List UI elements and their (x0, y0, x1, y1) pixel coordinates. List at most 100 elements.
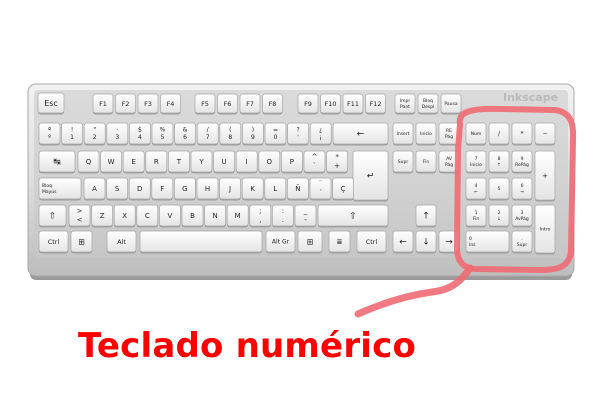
key-label: 4 (138, 134, 142, 141)
key-l: L (264, 177, 287, 201)
key-w: W (100, 150, 122, 174)
key-d: D (128, 177, 151, 201)
key-label: F8 (269, 100, 277, 108)
key-num-4: 4← (465, 177, 487, 201)
key-cedilla: Ç (332, 177, 354, 201)
key-tab: ↹ (38, 150, 76, 174)
key-label: Pág (445, 161, 453, 168)
key-label: , (259, 216, 261, 224)
key-cap (320, 93, 341, 114)
key-label: & (183, 126, 188, 133)
key-label: * (335, 153, 339, 161)
key-cap (488, 122, 510, 145)
key-cap (37, 92, 65, 114)
key-label: F3 (144, 100, 152, 108)
key-label: / (207, 126, 210, 133)
key-f5: F5 (194, 93, 216, 115)
key-label: Alt (117, 238, 126, 246)
key-label: 8 (228, 134, 232, 141)
key-label: Esc (44, 99, 58, 108)
key-ctrl-left: Ctrl (38, 230, 69, 254)
key-label: Pant (400, 104, 410, 110)
key-label: L (273, 185, 277, 193)
key-cap (465, 150, 487, 173)
key-label: D (137, 185, 142, 193)
key-cap (534, 204, 556, 254)
key-cap (287, 122, 309, 145)
key-7: /7 (196, 122, 219, 146)
key-cap (281, 150, 303, 173)
key-label: 1 (70, 134, 74, 141)
key-label: F10 (324, 100, 336, 108)
key-y: Y (190, 150, 213, 174)
key-r: R (145, 150, 168, 174)
key-label: ↑ (497, 162, 501, 168)
key-menu: ≣ (328, 230, 351, 254)
key-label: 7 (206, 134, 210, 141)
key-k: K (241, 177, 264, 201)
key-label: Supr (398, 159, 409, 165)
key-i: I (235, 150, 258, 174)
key-cap (100, 150, 122, 173)
key-cap (272, 204, 294, 227)
key-cap (38, 122, 61, 145)
key-label: = (273, 126, 278, 133)
key-f6: F6 (217, 93, 238, 115)
key-shift-right: ⇧ (317, 204, 389, 228)
key-s: S (106, 177, 128, 201)
key-cap (129, 122, 151, 145)
key-cap (249, 204, 272, 227)
key-label: Insert (397, 131, 410, 137)
caption-text: Teclado numérico (78, 326, 417, 366)
key-label: Inicio (420, 131, 432, 137)
key-cap (392, 122, 414, 145)
key-cap (226, 204, 249, 227)
key-cap (128, 177, 151, 200)
key-label: B (190, 212, 195, 220)
key-label: ← (357, 130, 365, 140)
key-label: + (542, 172, 548, 180)
key-cap (303, 150, 326, 173)
key-label: F12 (369, 100, 381, 108)
key-cap (137, 93, 159, 114)
key-label: 5 (161, 134, 165, 141)
key-label: 9 (521, 156, 524, 162)
key-enie: Ñ (287, 177, 309, 201)
key-cap (392, 230, 414, 253)
key-label: Ins (469, 242, 476, 248)
key-label: G (182, 185, 187, 193)
key-label: → (445, 238, 453, 248)
key-label: F (160, 185, 164, 193)
key-label: N (212, 212, 217, 220)
key-h: H (196, 177, 219, 201)
key-f8: F8 (262, 93, 283, 115)
key-label: ← (474, 190, 478, 195)
key-x: X (113, 204, 136, 228)
key-label: · (116, 126, 118, 133)
brand-logo: Inkscape (503, 91, 558, 104)
key-acute: ¨´ (309, 177, 332, 201)
key-cap (262, 93, 283, 114)
key-f10: F10 (320, 93, 341, 115)
key-label: ( (229, 126, 231, 133)
key-f1: F1 (92, 93, 114, 115)
key-cap (440, 93, 462, 114)
key-label: ↵ (367, 172, 375, 182)
key-label: F11 (347, 100, 359, 108)
key-cap (219, 122, 242, 145)
key-label: A (92, 185, 97, 193)
key-label: ≣ (337, 238, 343, 246)
key-cap (194, 93, 216, 114)
key-cap (265, 230, 296, 253)
key-inicio: Inicio (415, 122, 437, 146)
key-label: F7 (246, 100, 254, 108)
key-label: Pág (445, 133, 453, 140)
